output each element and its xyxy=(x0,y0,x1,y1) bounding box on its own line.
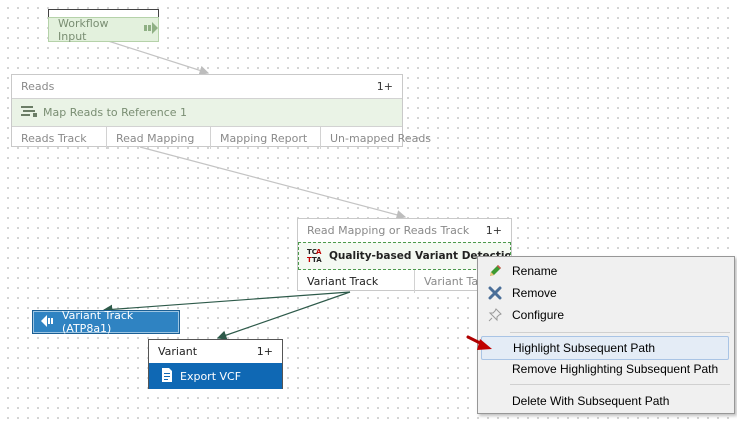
export-header: Variant 1+ xyxy=(149,340,282,363)
workflow-input-topbar xyxy=(48,9,159,17)
variant-detection-tool[interactable]: TC A T TA Quality-based Variant Detectio… xyxy=(298,242,511,270)
connection-to-variant-track xyxy=(102,291,351,315)
variant-input-count: 1+ xyxy=(485,224,502,237)
export-vcf-tool[interactable]: Export VCF xyxy=(149,363,282,389)
svg-text:T: T xyxy=(307,256,312,263)
menu-item-remove-label: Remove xyxy=(512,286,557,300)
menu-item-delete-label: Delete With Subsequent Path xyxy=(512,394,670,408)
pencil-icon xyxy=(478,264,512,278)
pin-icon xyxy=(478,308,512,322)
variant-detection-header: Read Mapping or Reads Track 1+ xyxy=(298,219,511,242)
x-icon xyxy=(478,286,512,300)
output-arrow-icon xyxy=(41,314,55,330)
export-vcf-node[interactable]: Variant 1+ Export VCF xyxy=(148,339,283,389)
pointer-arrow-icon xyxy=(466,333,496,358)
reads-input-label: Reads xyxy=(21,80,55,93)
arrow-right-icon xyxy=(144,22,158,37)
menu-item-rename[interactable]: Rename xyxy=(478,260,734,282)
menu-item-configure-label: Configure xyxy=(512,308,565,322)
svg-text:TC: TC xyxy=(307,248,317,256)
map-reads-outputs: Reads Track Read Mapping Mapping Report … xyxy=(12,127,431,149)
menu-separator xyxy=(510,384,730,385)
reads-input-count: 1+ xyxy=(376,80,393,93)
menu-item-configure[interactable]: Configure xyxy=(478,304,734,326)
workflow-input-node[interactable]: Workflow Input xyxy=(48,9,159,43)
menu-separator xyxy=(510,332,730,333)
map-reads-tool[interactable]: Map Reads to Reference 1 xyxy=(12,98,402,127)
svg-text:TA: TA xyxy=(312,256,322,263)
menu-item-highlight-label: Highlight Subsequent Path xyxy=(513,341,656,355)
export-vcf-tool-label: Export VCF xyxy=(180,369,242,383)
export-document-icon xyxy=(161,367,173,385)
map-reads-node[interactable]: Reads 1+ Map Reads to Reference 1 Reads … xyxy=(11,74,431,149)
menu-item-delete-subsequent-path[interactable]: Delete With Subsequent Path xyxy=(478,390,734,412)
menu-item-remove[interactable]: Remove xyxy=(478,282,734,304)
map-reads-tool-label: Map Reads to Reference 1 xyxy=(43,106,188,119)
output-reads-track[interactable]: Reads Track xyxy=(12,127,107,149)
output-mapping-report[interactable]: Mapping Report xyxy=(211,127,321,149)
map-reads-icon xyxy=(21,105,37,120)
connection-to-export xyxy=(216,291,351,340)
export-input-count: 1+ xyxy=(256,345,273,358)
output-unmapped-reads[interactable]: Un-mapped Reads xyxy=(330,131,432,145)
output-read-mapping[interactable]: Read Mapping xyxy=(107,127,211,149)
connection-readmapping-to-variant xyxy=(139,146,407,220)
map-reads-header: Reads 1+ xyxy=(12,75,402,98)
variant-track-output-label: Variant Track (ATP8a1) xyxy=(62,309,134,335)
menu-item-remove-highlighting[interactable]: Remove Highlighting Subsequent Path xyxy=(478,358,734,380)
output-variant-track[interactable]: Variant Track xyxy=(298,270,415,293)
variant-detection-tool-label: Quality-based Variant Detection xyxy=(329,250,511,262)
menu-item-remove-highlighting-label: Remove Highlighting Subsequent Path xyxy=(512,362,719,376)
context-menu: Rename Remove Configure Highlight Subseq… xyxy=(477,256,735,414)
variant-track-output-node[interactable]: Variant Track (ATP8a1) xyxy=(32,309,180,335)
menu-item-rename-label: Rename xyxy=(512,264,558,278)
workflow-input-label: Workflow Input xyxy=(58,16,109,43)
variant-detection-icon: TC A T TA xyxy=(307,247,324,266)
export-input-label: Variant xyxy=(158,345,198,358)
variant-input-label: Read Mapping or Reads Track xyxy=(307,224,470,237)
svg-text:A: A xyxy=(316,248,322,256)
variant-detection-node[interactable]: Read Mapping or Reads Track 1+ TC A T TA… xyxy=(297,218,512,293)
connection-input-to-reads xyxy=(104,39,210,76)
menu-item-highlight-subsequent-path[interactable]: Highlight Subsequent Path xyxy=(481,336,729,360)
